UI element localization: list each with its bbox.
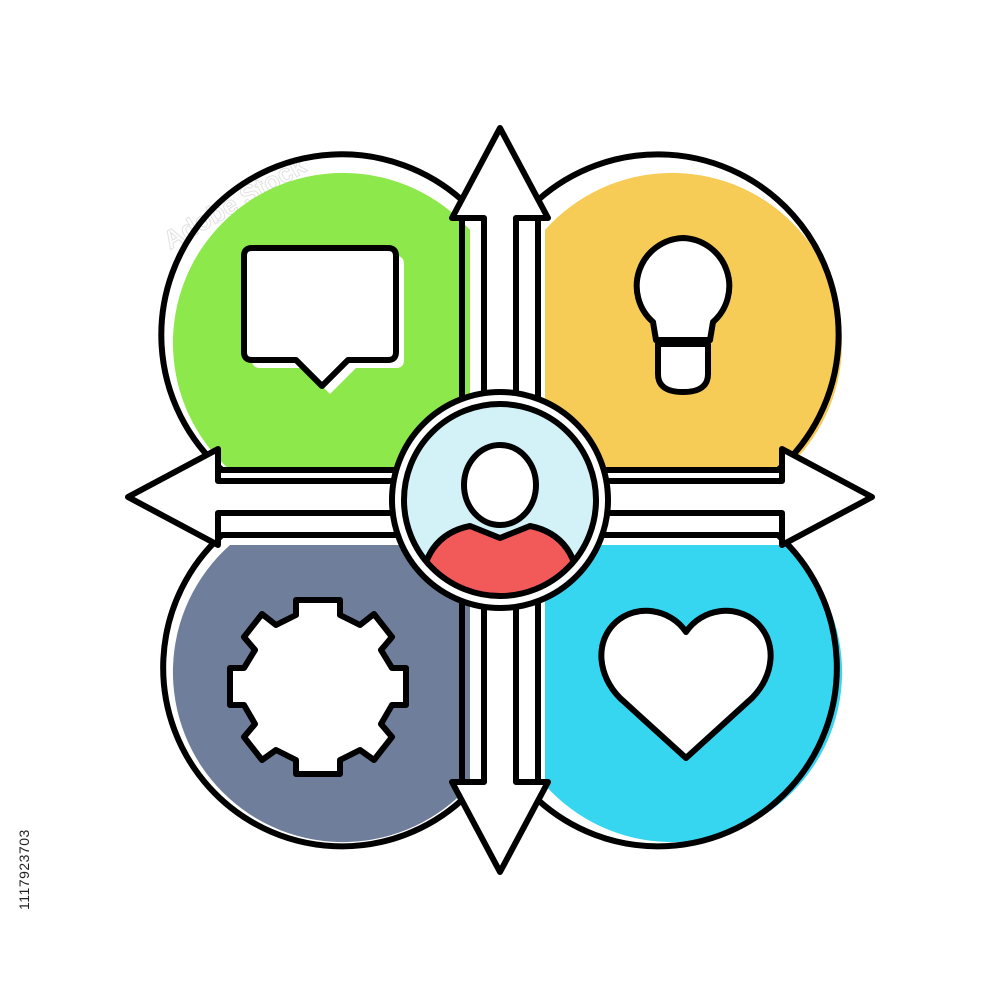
- quadrant-bottom-left-outline: [160, 532, 465, 850]
- quadrant-bottom-right: [535, 532, 843, 850]
- quadrant-top-right: [535, 151, 843, 473]
- quadrant-top-left: [158, 151, 470, 473]
- quadrant-bottom-right-outline: [535, 532, 840, 850]
- light-bulb-icon: [633, 235, 733, 395]
- horizontal-arrow: [125, 446, 875, 548]
- quadrant-top-right-outline: [535, 151, 842, 473]
- speech-bubble-icon: [241, 245, 404, 394]
- stock-id-text: 1117923703: [16, 829, 32, 911]
- center-person-circle: [389, 389, 611, 611]
- quadrant-bottom-left: [160, 532, 470, 850]
- gear-icon: [227, 597, 409, 777]
- quadrant-top-left-outline: [158, 151, 465, 473]
- heart-icon: [598, 607, 774, 761]
